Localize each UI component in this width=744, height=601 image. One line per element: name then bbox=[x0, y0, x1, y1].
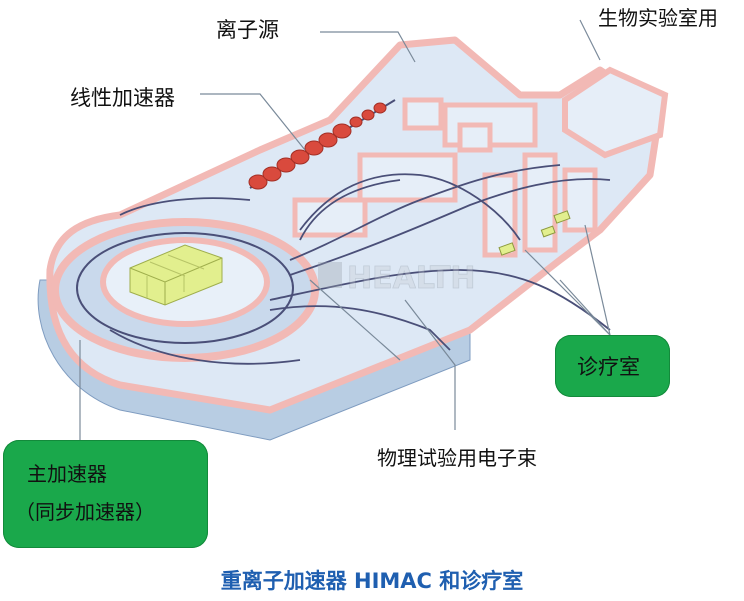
figure-caption: 重离子加速器 HIMAC 和诊疗室 bbox=[220, 569, 524, 593]
label-synchrotron: （同步加速器） bbox=[15, 500, 155, 524]
magnet-blocks bbox=[129, 244, 223, 306]
label-treatment-room: 诊疗室 bbox=[577, 355, 640, 379]
linac-tube bbox=[248, 99, 396, 190]
label-main-accelerator: 主加速器 bbox=[27, 462, 107, 486]
watermark-text: HEALTH bbox=[347, 261, 476, 296]
label-ion-source: 离子源 bbox=[216, 18, 279, 42]
synchrotron-beamline bbox=[76, 232, 294, 344]
label-bio-lab: 生物实验室用 bbox=[598, 6, 718, 30]
main-accelerator-callout: 主加速器 （同步加速器） bbox=[3, 440, 208, 548]
label-physics-beam: 物理试验用电子束 bbox=[377, 446, 537, 470]
bio-lab-room bbox=[562, 66, 669, 159]
beam-lines bbox=[109, 164, 611, 365]
label-linac: 线性加速器 bbox=[70, 86, 175, 110]
leader-lines bbox=[79, 19, 611, 440]
treatment-room-callout: 诊疗室 bbox=[555, 335, 670, 397]
small-devices bbox=[498, 210, 571, 256]
watermark: HEALTH bbox=[318, 261, 476, 296]
